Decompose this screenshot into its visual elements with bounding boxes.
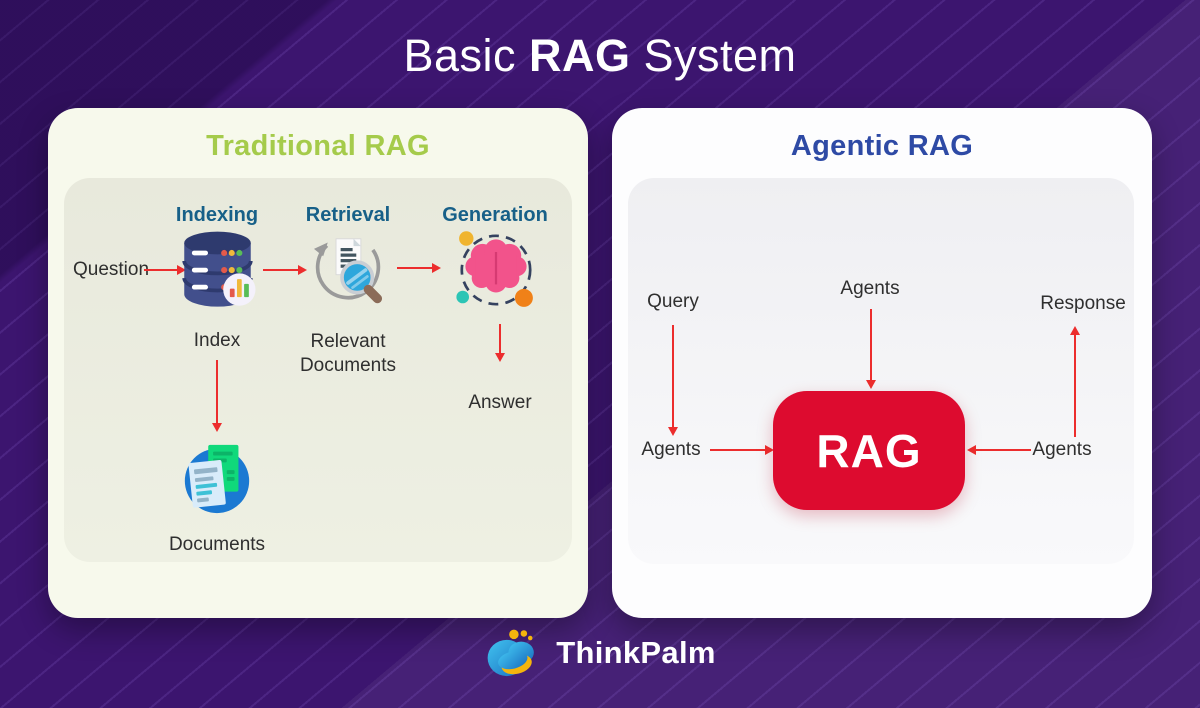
documents-label: Documents <box>168 534 266 555</box>
column-header-generation: Generation <box>442 204 548 226</box>
title-prefix: Basic <box>403 30 529 81</box>
agentic-rag-canvas: Query Agents Response Agents Agents RAG <box>628 178 1134 564</box>
document-search-icon <box>302 225 394 317</box>
relevant-documents-label: Relevant Documents <box>299 331 397 377</box>
index-label: Index <box>193 330 241 351</box>
arrow-agents-left-to-rag <box>710 444 774 455</box>
arrow-retrieval-to-generation <box>397 262 441 273</box>
agentic-rag-title: Agentic RAG <box>790 130 974 162</box>
arrow-agents-right-to-rag <box>967 444 1031 455</box>
arrow-question-to-index <box>144 264 186 275</box>
answer-label: Answer <box>468 392 532 413</box>
title-bold: RAG <box>529 30 631 81</box>
rag-box: RAG <box>773 391 965 510</box>
arrow-index-to-retrieval <box>263 264 307 275</box>
rag-box-label: RAG <box>816 424 922 477</box>
agentic-rag-panel: Agentic RAG Query Agents Response Agents… <box>612 108 1152 618</box>
arrow-query-to-agents <box>667 325 678 436</box>
arrow-index-to-documents <box>211 360 222 432</box>
arrow-agents-to-response <box>1069 326 1080 437</box>
agents-left-label: Agents <box>641 439 701 460</box>
agents-top-label: Agents <box>840 278 900 299</box>
brain-icon <box>451 225 541 315</box>
database-icon <box>170 224 265 319</box>
page-title: Basic RAG System <box>0 30 1200 82</box>
response-label: Response <box>1040 293 1126 314</box>
thinkpalm-wave-icon <box>484 626 542 679</box>
arrow-agents-to-rag <box>865 309 876 389</box>
traditional-rag-title: Traditional RAG <box>206 130 430 162</box>
brand-footer: ThinkPalm <box>0 626 1200 679</box>
title-suffix: System <box>630 30 797 81</box>
agents-right-label: Agents <box>1032 439 1092 460</box>
traditional-rag-canvas: Indexing Retrieval Generation Question <box>64 178 572 562</box>
documents-icon <box>178 438 256 516</box>
query-label: Query <box>647 291 699 312</box>
column-header-retrieval: Retrieval <box>305 204 391 226</box>
traditional-rag-panel: Traditional RAG Indexing Retrieval Gener… <box>48 108 588 618</box>
column-header-indexing: Indexing <box>175 204 259 226</box>
brand-name: ThinkPalm <box>556 634 716 670</box>
arrow-generation-to-answer <box>494 324 505 362</box>
question-label: Question <box>72 259 150 280</box>
